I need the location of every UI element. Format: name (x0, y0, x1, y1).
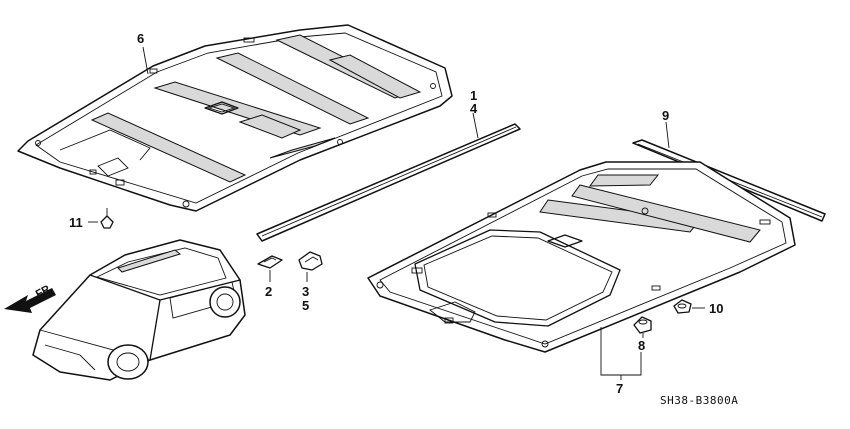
clip-2 (257, 255, 283, 282)
sunvisor-holder-3-5 (298, 251, 323, 282)
direction-label: FR. (34, 282, 55, 301)
callout-5: 5 (302, 298, 309, 313)
callout-6: 6 (137, 31, 144, 46)
headliner-panel-7-sunroof (367, 161, 796, 380)
diagram-code: SH38-B3800A (660, 394, 738, 407)
callout-10: 10 (709, 301, 723, 316)
callout-2: 2 (265, 284, 272, 299)
clip-8 (633, 316, 652, 338)
callout-1: 1 (470, 88, 477, 103)
clip-11 (88, 208, 114, 229)
roof-trim-strip-1-4 (256, 112, 521, 242)
vehicle-outline (32, 239, 246, 381)
callout-3: 3 (302, 284, 309, 299)
callout-11: 11 (69, 215, 83, 230)
callout-8: 8 (638, 338, 645, 353)
callout-7: 7 (616, 381, 623, 396)
front-direction-arrow: FR. (4, 282, 56, 313)
clip-10 (673, 299, 705, 314)
headliner-panel-6 (17, 24, 453, 212)
callout-9: 9 (662, 108, 669, 123)
callout-4: 4 (470, 101, 478, 116)
